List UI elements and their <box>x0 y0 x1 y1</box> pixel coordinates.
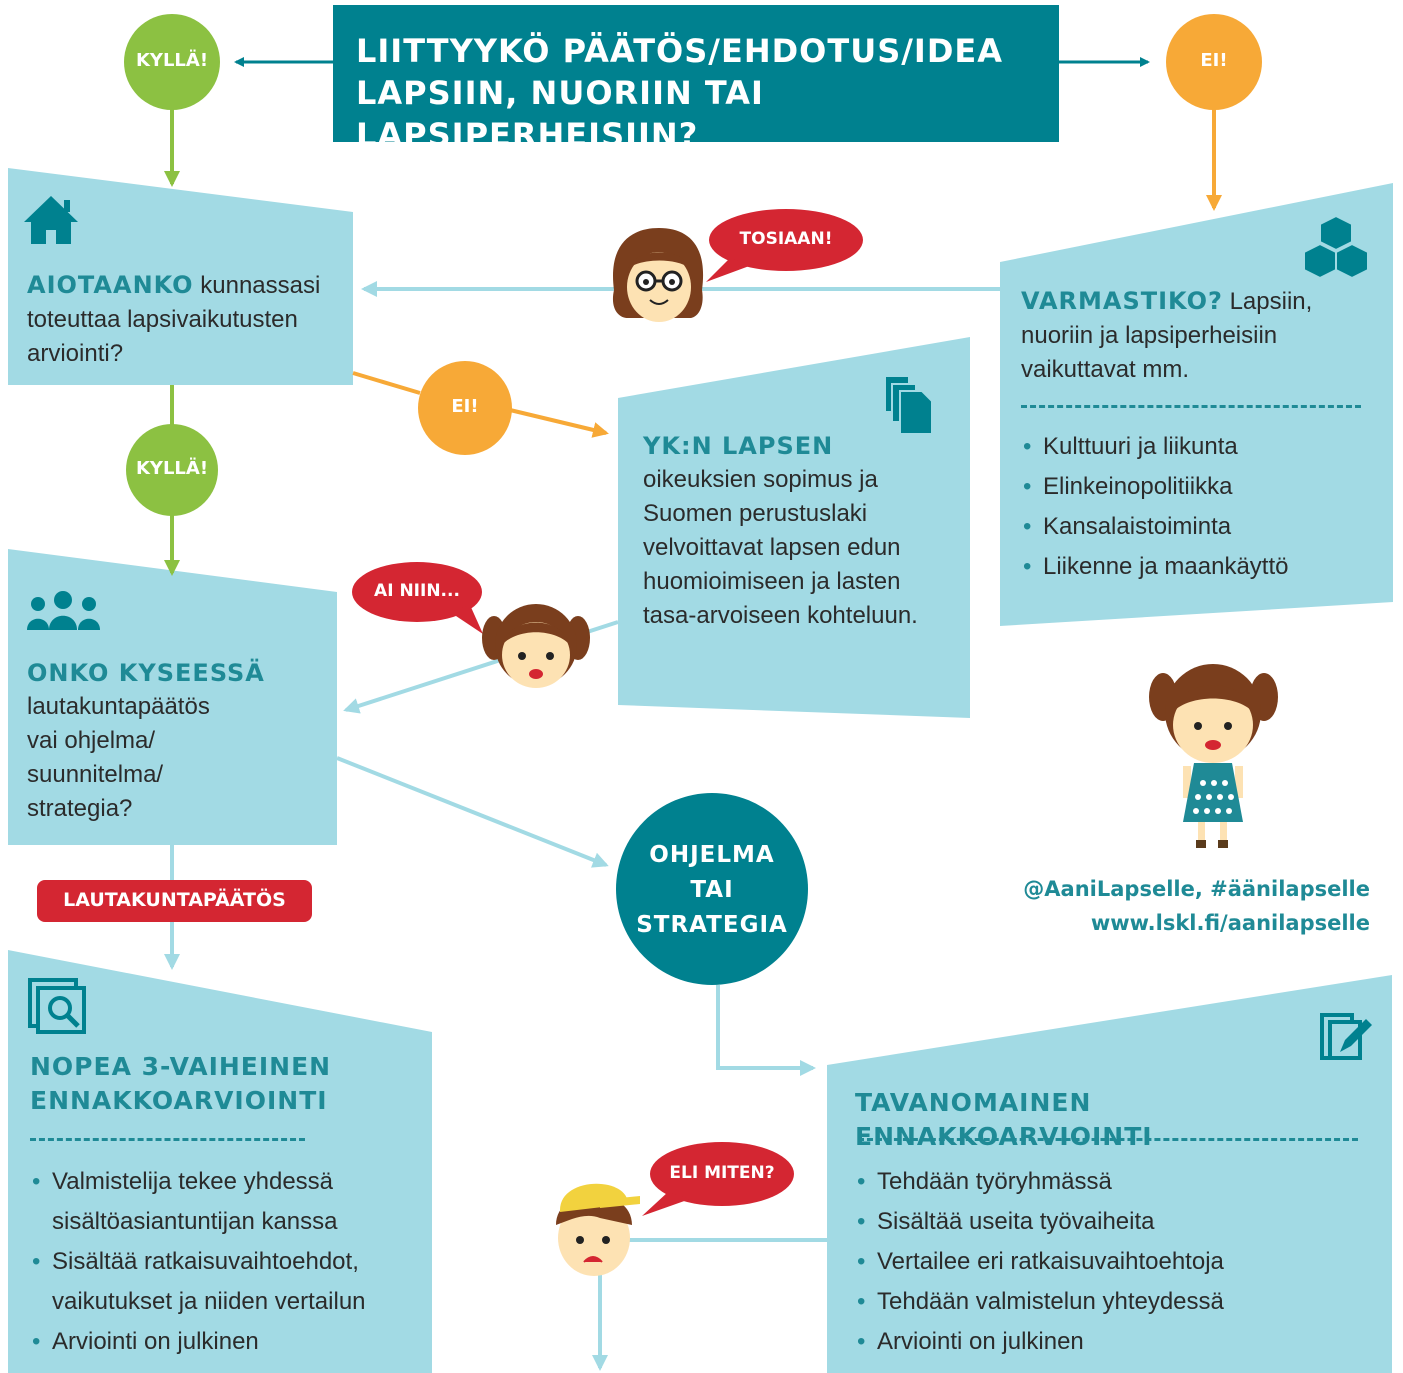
yk-heading: YK:N LAPSEN <box>643 432 834 460</box>
varmastiko-divider <box>1021 405 1361 408</box>
nopea-heading: NOPEA 3-VAIHEINEN ENNAKKOARVIOINTI <box>30 1050 430 1118</box>
nopea-heading-line-1: NOPEA 3-VAIHEINEN <box>30 1052 332 1081</box>
yk-panel <box>618 337 970 718</box>
tavanomainen-heading: TAVANOMAINEN ENNAKKOARVIOINTI <box>855 1088 1153 1151</box>
documents-icon <box>886 377 933 435</box>
onko-text: ONKO KYSEESSÄ lautakuntapäätös vai ohjel… <box>27 656 327 826</box>
ai-niin-label: AI NIIN... <box>374 581 460 601</box>
ai-niin-bubble <box>352 562 483 634</box>
list-item: sisältöasiantuntijan kanssa <box>52 1208 338 1235</box>
yk-line: velvoittavat lapsen edun <box>643 534 901 561</box>
title-line-1: LIITTYYKÖ PÄÄTÖS/EHDOTUS/IDEA <box>356 32 1004 70</box>
no-circle-middle <box>418 361 512 455</box>
list-item: Tehdään valmistelun yhteydessä <box>855 1282 1375 1322</box>
eli-miten-bubble <box>642 1142 794 1216</box>
yk-line: huomioimiseen ja lasten <box>643 568 901 595</box>
onko-line: suunnitelma/ <box>27 761 164 788</box>
varmastiko-text: VARMASTIKO? Lapsiin, nuoriin ja lapsiper… <box>1021 284 1381 387</box>
yes-label-top: KYLLÄ! <box>135 50 209 71</box>
line-aiotaanko-to-no <box>352 371 421 395</box>
ohjelma-line-1: OHJELMA <box>649 842 775 868</box>
list-item: vaikutukset ja niiden vertailun <box>52 1288 366 1315</box>
list-item: Sisältää useita työvaiheita <box>855 1202 1375 1242</box>
list-item: Kulttuuri ja liikunta <box>1021 427 1381 467</box>
nopea-list: •Valmistelija tekee yhdessä sisältöasian… <box>32 1168 366 1355</box>
lautakunta-tag <box>37 880 312 922</box>
arrow-onko-to-ohjelma <box>336 756 609 868</box>
ohjelma-label: OHJELMA TAI STRATEGIA <box>626 838 798 943</box>
girl-with-glasses-face <box>612 228 704 322</box>
list-item: Arviointi on julkinen <box>855 1322 1375 1362</box>
yes-circle-top <box>124 14 220 110</box>
no-label-middle: EI! <box>451 396 479 417</box>
cubes-icon <box>1303 214 1369 280</box>
ohjelma-line-3: STRATEGIA <box>636 912 788 938</box>
ohjelma-circle <box>616 793 808 985</box>
list-item: Sisältää ratkaisuvaihtoehdot, <box>52 1248 359 1275</box>
lautakunta-tag-label: LAUTAKUNTAPÄÄTÖS <box>63 889 286 911</box>
list-item: Tehdään työryhmässä <box>855 1162 1375 1202</box>
arrow-no-to-yk <box>509 408 609 438</box>
yes-circle-middle <box>126 424 218 516</box>
yk-text: YK:N LAPSEN oikeuksien sopimus ja Suomen… <box>643 429 963 633</box>
varmastiko-list: Kulttuuri ja liikunta Elinkeinopolitiikk… <box>1021 427 1381 587</box>
title-line-2: LAPSIIN, NUORIIN TAI LAPSIPERHEISIIN? <box>356 74 764 154</box>
onko-line: lautakuntapäätös <box>27 693 210 720</box>
tosiaan-label: TOSIAAN! <box>739 229 833 249</box>
aiotaanko-line-3: arviointi? <box>27 340 124 367</box>
list-item: Liikenne ja maankäyttö <box>1021 547 1381 587</box>
nopea-heading-line-2: ENNAKKOARVIOINTI <box>30 1086 328 1115</box>
title-box <box>333 5 1059 142</box>
varmastiko-heading: VARMASTIKO? <box>1021 287 1223 315</box>
tavanomainen-list: Tehdään työryhmässä Sisältää useita työv… <box>855 1162 1375 1362</box>
list-item: Valmistelija tekee yhdessä <box>52 1168 334 1195</box>
main-question-title: LIITTYYKÖ PÄÄTÖS/EHDOTUS/IDEA LAPSIIN, N… <box>356 30 1046 156</box>
eli-miten-label: ELI MITEN? <box>669 1163 775 1183</box>
onko-line: vai ohjelma/ <box>27 727 156 754</box>
standing-girl-figure <box>1149 664 1278 848</box>
no-label-right: EI! <box>1200 50 1228 71</box>
magnifier-icon <box>28 978 86 1034</box>
pigtail-girl-face <box>482 604 590 688</box>
house-icon <box>24 196 78 244</box>
nopea-panel <box>8 950 432 1373</box>
aiotaanko-line-1: kunnassasi <box>200 272 321 299</box>
website-link[interactable]: www.lskl.fi/aanilapselle <box>1090 911 1370 935</box>
list-item: Vertailee eri ratkaisuvaihtoehtoja <box>855 1242 1375 1282</box>
aiotaanko-line-2: toteuttaa lapsivaikutusten <box>27 306 298 333</box>
onko-line: strategia? <box>27 795 133 822</box>
yk-line: tasa-arvoiseen kohteluun. <box>643 602 918 629</box>
tosiaan-bubble <box>706 209 863 282</box>
yes-label-middle: KYLLÄ! <box>135 458 209 479</box>
arrow-ohjelma-to-tavanomainen <box>716 985 816 1076</box>
aiotaanko-panel <box>8 168 353 385</box>
yk-line: Suomen perustuslaki <box>643 500 868 527</box>
varmastiko-line-3: vaikuttavat mm. <box>1021 356 1190 383</box>
edit-icon <box>1320 1013 1372 1060</box>
no-circle-right <box>1166 14 1262 110</box>
varmastiko-line-2: nuoriin ja lapsiperheisiin <box>1021 322 1278 349</box>
varmastiko-line-1: Lapsiin, <box>1229 288 1313 315</box>
ohjelma-line-2: TAI <box>690 877 734 903</box>
tavanomainen-divider <box>858 1138 1358 1141</box>
aiotaanko-text: AIOTAANKO kunnassasi toteuttaa lapsivaik… <box>27 268 357 371</box>
twitter-handle[interactable]: @AaniLapselle, #äänilapselle <box>1023 877 1370 901</box>
list-item: Arviointi on julkinen <box>52 1328 259 1355</box>
nopea-divider <box>30 1138 305 1141</box>
yk-line: oikeuksien sopimus ja <box>643 466 878 493</box>
onko-heading: ONKO KYSEESSÄ <box>27 659 265 687</box>
list-item: Kansalaistoiminta <box>1021 507 1381 547</box>
aiotaanko-heading: AIOTAANKO <box>27 271 194 299</box>
people-icon <box>27 591 100 630</box>
list-item: Elinkeinopolitiikka <box>1021 467 1381 507</box>
social-links: @AaniLapselle, #äänilapselle www.lskl.fi… <box>960 872 1370 940</box>
boy-with-cap-face <box>556 1183 640 1276</box>
